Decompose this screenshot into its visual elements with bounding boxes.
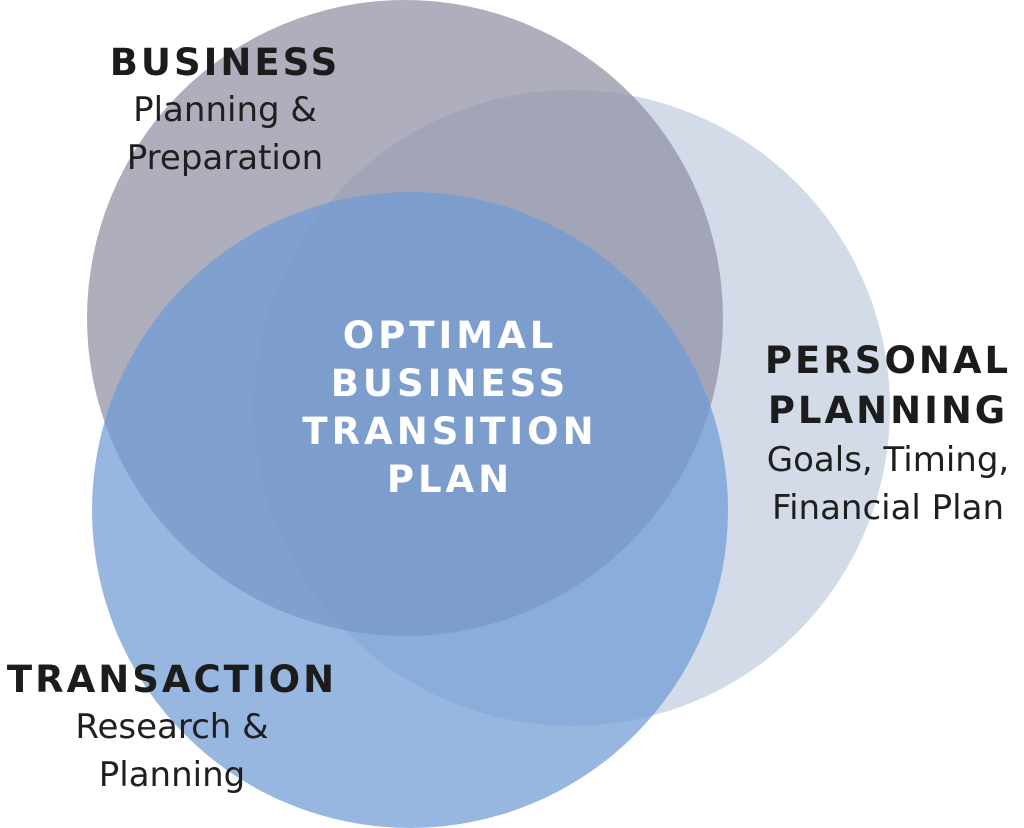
- personal-heading-line-1: PERSONAL: [764, 339, 1012, 382]
- center-label: OPTIMAL BUSINESS TRANSITION PLAN: [280, 312, 620, 504]
- transaction-subtitle-line-2: Planning: [98, 755, 246, 795]
- center-line-4: PLAN: [386, 458, 514, 501]
- business-subtitle-line-2: Preparation: [126, 138, 324, 178]
- center-line-3: TRANSITION: [302, 410, 598, 453]
- business-label: BUSINESS Planning & Preparation: [105, 40, 345, 182]
- transaction-label: TRANSACTION Research & Planning: [0, 657, 344, 799]
- center-line-2: BUSINESS: [330, 362, 570, 405]
- personal-heading-line-2: PLANNING: [767, 389, 1009, 432]
- business-heading: BUSINESS: [109, 41, 341, 84]
- transaction-heading: TRANSACTION: [6, 658, 338, 701]
- transaction-subtitle-line-1: Research &: [75, 707, 269, 747]
- personal-subtitle-line-1: Goals, Timing,: [766, 440, 1010, 480]
- personal-planning-label: PERSONAL PLANNING Goals, Timing, Financi…: [752, 336, 1024, 532]
- transaction-circle: [92, 192, 728, 828]
- personal-subtitle-line-2: Financial Plan: [771, 488, 1005, 528]
- center-line-1: OPTIMAL: [342, 314, 558, 357]
- business-subtitle-line-1: Planning &: [133, 90, 317, 130]
